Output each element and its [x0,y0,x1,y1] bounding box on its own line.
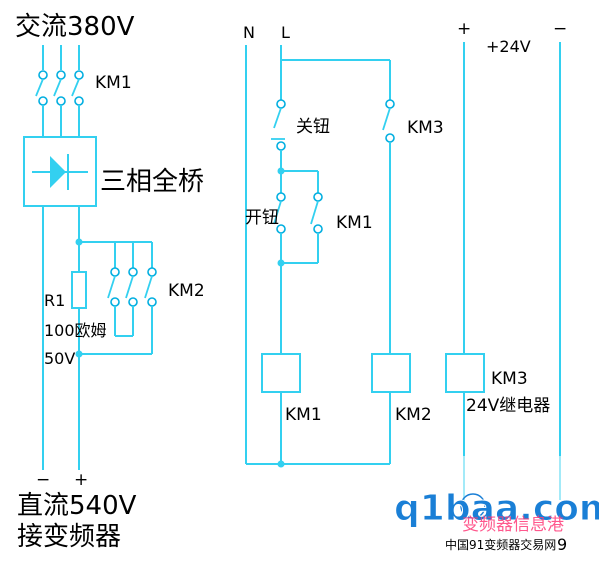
precharge-resistor-network [71,238,157,358]
km2-contact-label: KM2 [168,281,205,301]
coil-return-wires [246,392,391,468]
resistor-r1 [71,271,87,309]
dc-output-label: 直流540V [17,491,137,521]
three-phase-bridge [23,136,97,207]
stop-button-contact [271,99,286,193]
watermark-logo: q1baa.com [394,488,599,529]
three-phase-input-wires [42,45,80,70]
diode-icon [50,156,66,188]
r1-power-label: 50V [44,349,75,368]
km1-coil [261,353,301,393]
km1-main-label: KM1 [95,73,132,93]
dc24-voltage-label: +24V [486,37,531,56]
neutral-label: N [243,23,255,42]
km3-contact-label: KM3 [407,118,444,138]
line-label: L [281,23,290,42]
watermark-logo-icon [460,493,486,519]
km3-coil [445,353,485,393]
watermark: q1baa.com 变频器信息港 中国91变频器交易网 9 [394,456,599,554]
dc-minus-label: − [36,470,50,490]
watermark-tagline: 变频器信息港 [462,515,564,535]
start-button-label: 开钮 [245,208,279,228]
relay-label: 24V继电器 [466,396,550,416]
km2-coil-label: KM2 [395,405,432,425]
watermark-site: 中国91变频器交易网 [445,537,556,552]
ac-input-label: 交流380V [15,12,135,42]
bridge-label: 三相全桥 [100,167,204,197]
dc-plus-label: + [74,470,88,490]
km3-contact [382,99,395,354]
r1-label: R1 [44,291,65,310]
watermark-digit: 9 [557,535,567,554]
start-button-branch [273,167,323,354]
bridge-input-wires [42,105,80,137]
km1-coil-label: KM1 [285,405,322,425]
r1-value-label: 100欧姆 [44,321,107,340]
dc-output-sub-label: 接变频器 [17,522,121,552]
km3-coil-label: KM3 [491,369,528,389]
dc24-minus-label: − [553,19,567,39]
dc24-plus-label: + [457,19,471,39]
line-wire [280,45,391,100]
km1-hold-contact-label: KM1 [336,213,373,233]
km2-coil [371,353,411,393]
km1-main-contacts [35,70,84,106]
stop-button-label: 关钮 [296,117,330,137]
